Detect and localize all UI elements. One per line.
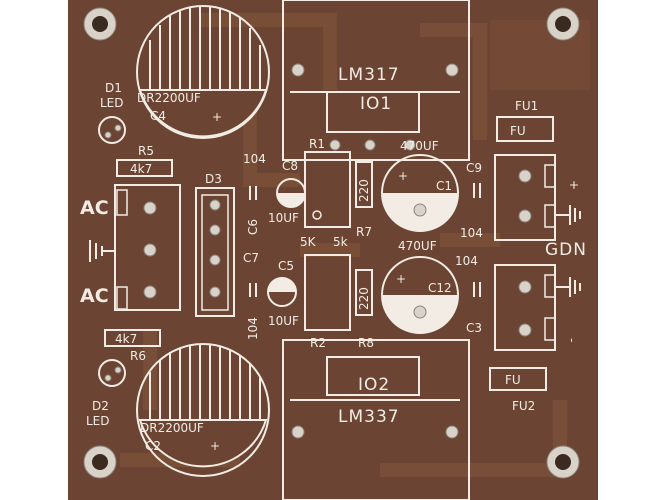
mounting-holes (83, 7, 580, 479)
fu1-box-label: FU (510, 124, 526, 138)
io2-ref-label: IO2 (358, 375, 390, 395)
resistor-r6: 4k7 R6 (104, 329, 161, 363)
fuse-fu1: FU1 FU (496, 99, 554, 142)
ground-icon-bottom (555, 277, 581, 297)
capacitor-c4: DR2200UF C4 + (136, 5, 270, 139)
c3-ref-label: C3 (466, 321, 482, 335)
io2-part-label: LM337 (338, 407, 400, 427)
ac-top-label: AC (80, 197, 109, 219)
out-minus-label: - (565, 338, 579, 342)
c8-value-label: 104 (243, 152, 266, 166)
capacitor-c9: C9 104 (460, 161, 483, 240)
c1-plus-label: + (398, 169, 408, 183)
r1-label: R1 (309, 137, 325, 151)
c6-ref-label: C6 (246, 219, 260, 235)
c4-ref-label: C4 (150, 109, 166, 123)
c1-ref-label: C1 (436, 179, 452, 193)
c4-value-label: DR2200UF (137, 91, 201, 105)
c9-value-label: 104 (460, 226, 483, 240)
c2-value-label: DR2200UF (140, 421, 204, 435)
r2-value-label: 220 (357, 287, 371, 310)
c7-value-label: 104 (246, 317, 260, 340)
d2-label: D2 (92, 399, 109, 413)
r2-label: R2 (310, 336, 326, 350)
c4-plus-label: + (212, 110, 222, 124)
capacitor-c1: 470UF + C1 (381, 139, 459, 232)
io1-ref-label: IO1 (360, 94, 392, 114)
io1-part-label: LM317 (338, 65, 400, 85)
output-terminal-top: + (494, 154, 581, 241)
resistor-r5: R5 4k7 (116, 144, 173, 177)
fu1-label: FU1 (515, 99, 538, 113)
r5-value-label: 4k7 (130, 162, 152, 176)
fu2-label: FU2 (512, 399, 535, 413)
pot-5k-b-label: 5k (333, 235, 348, 249)
ground-icon (89, 240, 115, 262)
ac-terminal-block: AC AC (80, 184, 181, 311)
regulator-io1: LM317 IO1 (282, 0, 470, 161)
c2-ref-label: C2 (145, 439, 161, 453)
c8-ref-label: C8 (282, 159, 298, 173)
c12-plus-label: + (396, 272, 406, 286)
gdn-label: GDN (545, 240, 587, 260)
regulator-io2: IO2 LM337 (282, 339, 470, 500)
pot-5k-a-label: 5K (300, 235, 317, 249)
d3-label: D3 (205, 172, 222, 186)
d1-led-label: LED (100, 96, 124, 110)
d2-led-label: LED (86, 414, 110, 428)
r6-value-label: 4k7 (115, 332, 137, 346)
out-plus-label: + (567, 180, 581, 190)
led-d1: D1 LED (98, 81, 126, 144)
c5-label: C5 (278, 259, 294, 273)
capacitor-c7: C7 104 (243, 251, 260, 340)
capacitor-c5: C5 10UF (267, 259, 299, 328)
c12-value-label: 470UF (398, 239, 437, 253)
ac-bottom-label: AC (80, 285, 109, 307)
r8-label: R8 (358, 336, 374, 350)
r6-label: R6 (130, 349, 146, 363)
c12-ref-label: C12 (428, 281, 452, 295)
c6-value-label: 10UF (268, 211, 299, 225)
resistor-r1: R1 220 R7 (304, 137, 373, 239)
led-d2: D2 LED (86, 359, 126, 428)
c7-label: C7 (243, 251, 259, 265)
capacitor-c3: 104 C3 (455, 254, 482, 335)
fuse-fu2: FU FU2 (489, 367, 547, 413)
c1-value-label: 470UF (400, 139, 439, 153)
c3-value-label: 104 (455, 254, 478, 268)
potentiometer-5k: 5K 5k (300, 235, 348, 249)
c5-value-label: 10UF (268, 314, 299, 328)
output-terminal-bottom: - (494, 264, 581, 351)
diode-d3: D3 (195, 172, 235, 317)
r5-label: R5 (138, 144, 154, 158)
d1-label: D1 (105, 81, 122, 95)
c2-plus-label: + (210, 439, 220, 453)
capacitor-c12: 470UF + C12 (381, 239, 459, 334)
r1-value-label: 220 (357, 179, 371, 202)
r7-label: R7 (356, 225, 372, 239)
ground-icon-top (555, 205, 581, 225)
capacitor-c2: DR2200UF C2 + (136, 343, 270, 477)
c9-label: C9 (466, 161, 482, 175)
fu2-box-label: FU (505, 373, 521, 387)
